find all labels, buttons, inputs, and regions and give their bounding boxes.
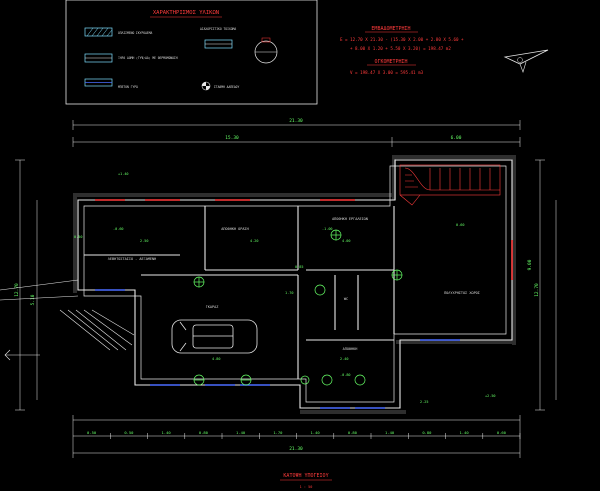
bottom-dimension-chain: 0.50 0.50 1.40 0.80 1.40 1.70 1.40 0.80 1.40 0.80… (87, 430, 521, 439)
room-multi: ΠΟΛΥΧΡΗΣΤΟΣ ΧΩΡΟΣ (444, 291, 480, 295)
driveway-ramp (0, 279, 135, 361)
level-1: -0.60 (113, 227, 124, 231)
car-icon (171, 319, 258, 354)
room-tools: ΑΠΟΘΗΚΗ ΕΡΓΑΛΕΙΩΝ (332, 217, 368, 221)
level-2: -1.00 (322, 227, 333, 231)
level-entry: +1.40 (118, 172, 129, 176)
area-line-1: E = 12.70 X 21.30 - (15.30 X 2.00 + 2.80… (340, 37, 464, 42)
bottom-dim-3: 0.80 (199, 430, 209, 435)
dim-left-run: 15.30 (225, 135, 239, 141)
drywall-swatch (84, 53, 113, 63)
dim-4-00: 4.00 (342, 239, 350, 243)
legend-item-1: ΟΠΛΙΣΜΕΝΟ ΣΚΥΡΟΔΕΜΑ (118, 31, 153, 35)
level-symbol-icon (201, 81, 211, 91)
dim-4-80: 4.80 (212, 357, 220, 361)
dim-bottom-overall: 21.30 (289, 446, 303, 452)
dim-overall-depth-right: 12.70 (534, 283, 540, 297)
room-store2: ΑΠΟΘΗΚΗ (343, 347, 358, 351)
dim-right-depth: 9.00 (527, 259, 533, 270)
section-marker-icon (254, 37, 278, 64)
bottom-dim-4: 1.40 (236, 430, 246, 435)
materials-legend: ΧΑΡΑΚΤΗΡΙΣΜΟΣ ΥΛΙΚΩΝ ΟΠΛΙΣΜΕΝΟ ΣΚΥΡΟΔΕΜΑ… (65, 0, 318, 105)
top-dimensions (72, 120, 521, 147)
bottom-dim-11: 0.60 (497, 430, 507, 435)
dim-0-85: 0.85 (295, 265, 303, 269)
bottom-dim-1: 0.50 (124, 430, 134, 435)
ground-hatching (73, 155, 516, 414)
area-volume-calculations: ΕΜΒΑΔΟΜΕΤΡΗΣΗ E = 12.70 X 21.30 - (15.30… (340, 26, 464, 75)
dim-1-70: 1.70 (285, 291, 293, 295)
plan-title: ΚΑΤΟΨΗ ΥΠΟΓΕΙΟΥ (283, 473, 328, 479)
staircase (399, 164, 501, 206)
room-garage: ΓΚΑΡΑΖ (206, 305, 219, 309)
legend-item-3: ΜΠΕΤΟΝ ΓΥΡΩ (118, 85, 138, 89)
dim-overall-depth-left: 12.70 (14, 283, 20, 297)
grid-crosses (194, 230, 402, 381)
side-dimensions (15, 159, 557, 411)
room-boiler: ΛΕΒΗΤΟΣΤΑΣΙΟ - ΔΕΞΑΜΕΝΗ (108, 257, 156, 261)
concrete-swatch (84, 27, 113, 37)
dim-overall-width: 21.30 (289, 118, 303, 124)
bottom-dim-2: 1.40 (162, 430, 172, 435)
volume-title: ΟΓΚΟΜΕΤΡΗΣΗ (374, 59, 407, 65)
level-4: -0.80 (340, 373, 351, 377)
dim-4-20: 4.20 (250, 239, 258, 243)
room-storage: ΑΠΟΘΗΚΗ ΟΡΑΣΗ (221, 227, 248, 231)
volume-line: V = 198.47 X 3.00 = 595.41 m3 (350, 70, 424, 75)
area-line-2: + 8.00 X 1.20 + 5.50 X 3.20) = 198.47 m2 (350, 46, 451, 51)
dim-right-run: 6.00 (451, 135, 462, 141)
bottom-dim-5: 1.70 (273, 430, 283, 435)
dim-0-50: 0.50 (74, 235, 82, 239)
bottom-dim-8: 1.40 (385, 430, 395, 435)
dim-0-60: 0.60 (456, 223, 464, 227)
bottom-dim-6: 1.40 (311, 430, 321, 435)
partition-swatch (204, 39, 233, 49)
legend-item-5: ΣΤΑΘΜΗ ΔΑΠΕΔΟΥ (214, 85, 239, 89)
bottom-dim-10: 1.40 (460, 430, 470, 435)
area-title: ΕΜΒΑΔΟΜΕΤΡΗΣΗ (371, 26, 410, 32)
level-3: +2.50 (485, 394, 496, 398)
building-walls (77, 159, 513, 409)
legend-item-2: ΞΗΡΑ ΔΟΜΗ (ΓΥΨ/ΔΑ) ΜΕ ΘΕΡΜΟΜΟΝΩΣΗ (118, 56, 178, 60)
plan-scale: 1 : 50 (300, 485, 313, 489)
legend-item-4: ΔΙΑΧΩΡΙΣΤΙΚΟ ΤΟΙΧΩΜΑ (200, 27, 236, 31)
masonry-swatch (84, 78, 113, 87)
wall-openings (95, 199, 513, 409)
dim-2-25: 2.25 (420, 400, 428, 404)
room-wc: WC (344, 297, 348, 301)
bottom-dim-7: 0.80 (348, 430, 358, 435)
bottom-dim-9: 0.80 (422, 430, 432, 435)
legend-title: ΧΑΡΑΚΤΗΡΙΣΜΟΣ ΥΛΙΚΩΝ (153, 10, 219, 16)
bottom-dim-0: 0.50 (87, 430, 97, 435)
dim-2-50: 2.50 (140, 239, 148, 243)
dim-left-depth: 5.10 (30, 294, 36, 305)
dim-2-40: 2.40 (340, 357, 348, 361)
north-arrow-icon (503, 49, 549, 73)
